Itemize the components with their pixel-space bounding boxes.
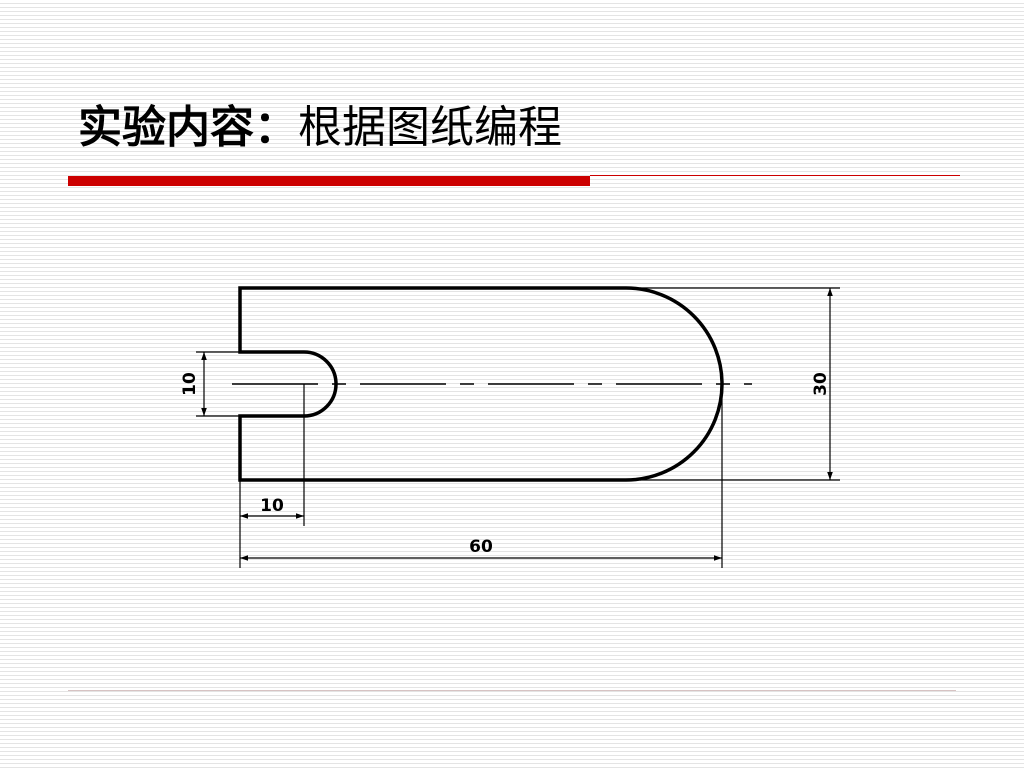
title-underline-thick (68, 176, 590, 186)
dim-slot-width: 10 (180, 372, 200, 396)
footer-rule (68, 690, 956, 691)
extension-lines (196, 287, 840, 568)
title-bold-part: 实验内容： (78, 102, 298, 153)
dimension-lines (201, 288, 833, 561)
slide-title: 实验内容：根据图纸编程 (78, 102, 562, 153)
dim-slot-depth: 10 (260, 496, 284, 516)
title-regular-part: 根据图纸编程 (298, 102, 562, 153)
part-outline (238, 286, 724, 482)
dim-overall-height: 30 (811, 372, 831, 396)
title-underline-thin (590, 175, 960, 176)
dim-overall-length: 60 (469, 537, 493, 557)
